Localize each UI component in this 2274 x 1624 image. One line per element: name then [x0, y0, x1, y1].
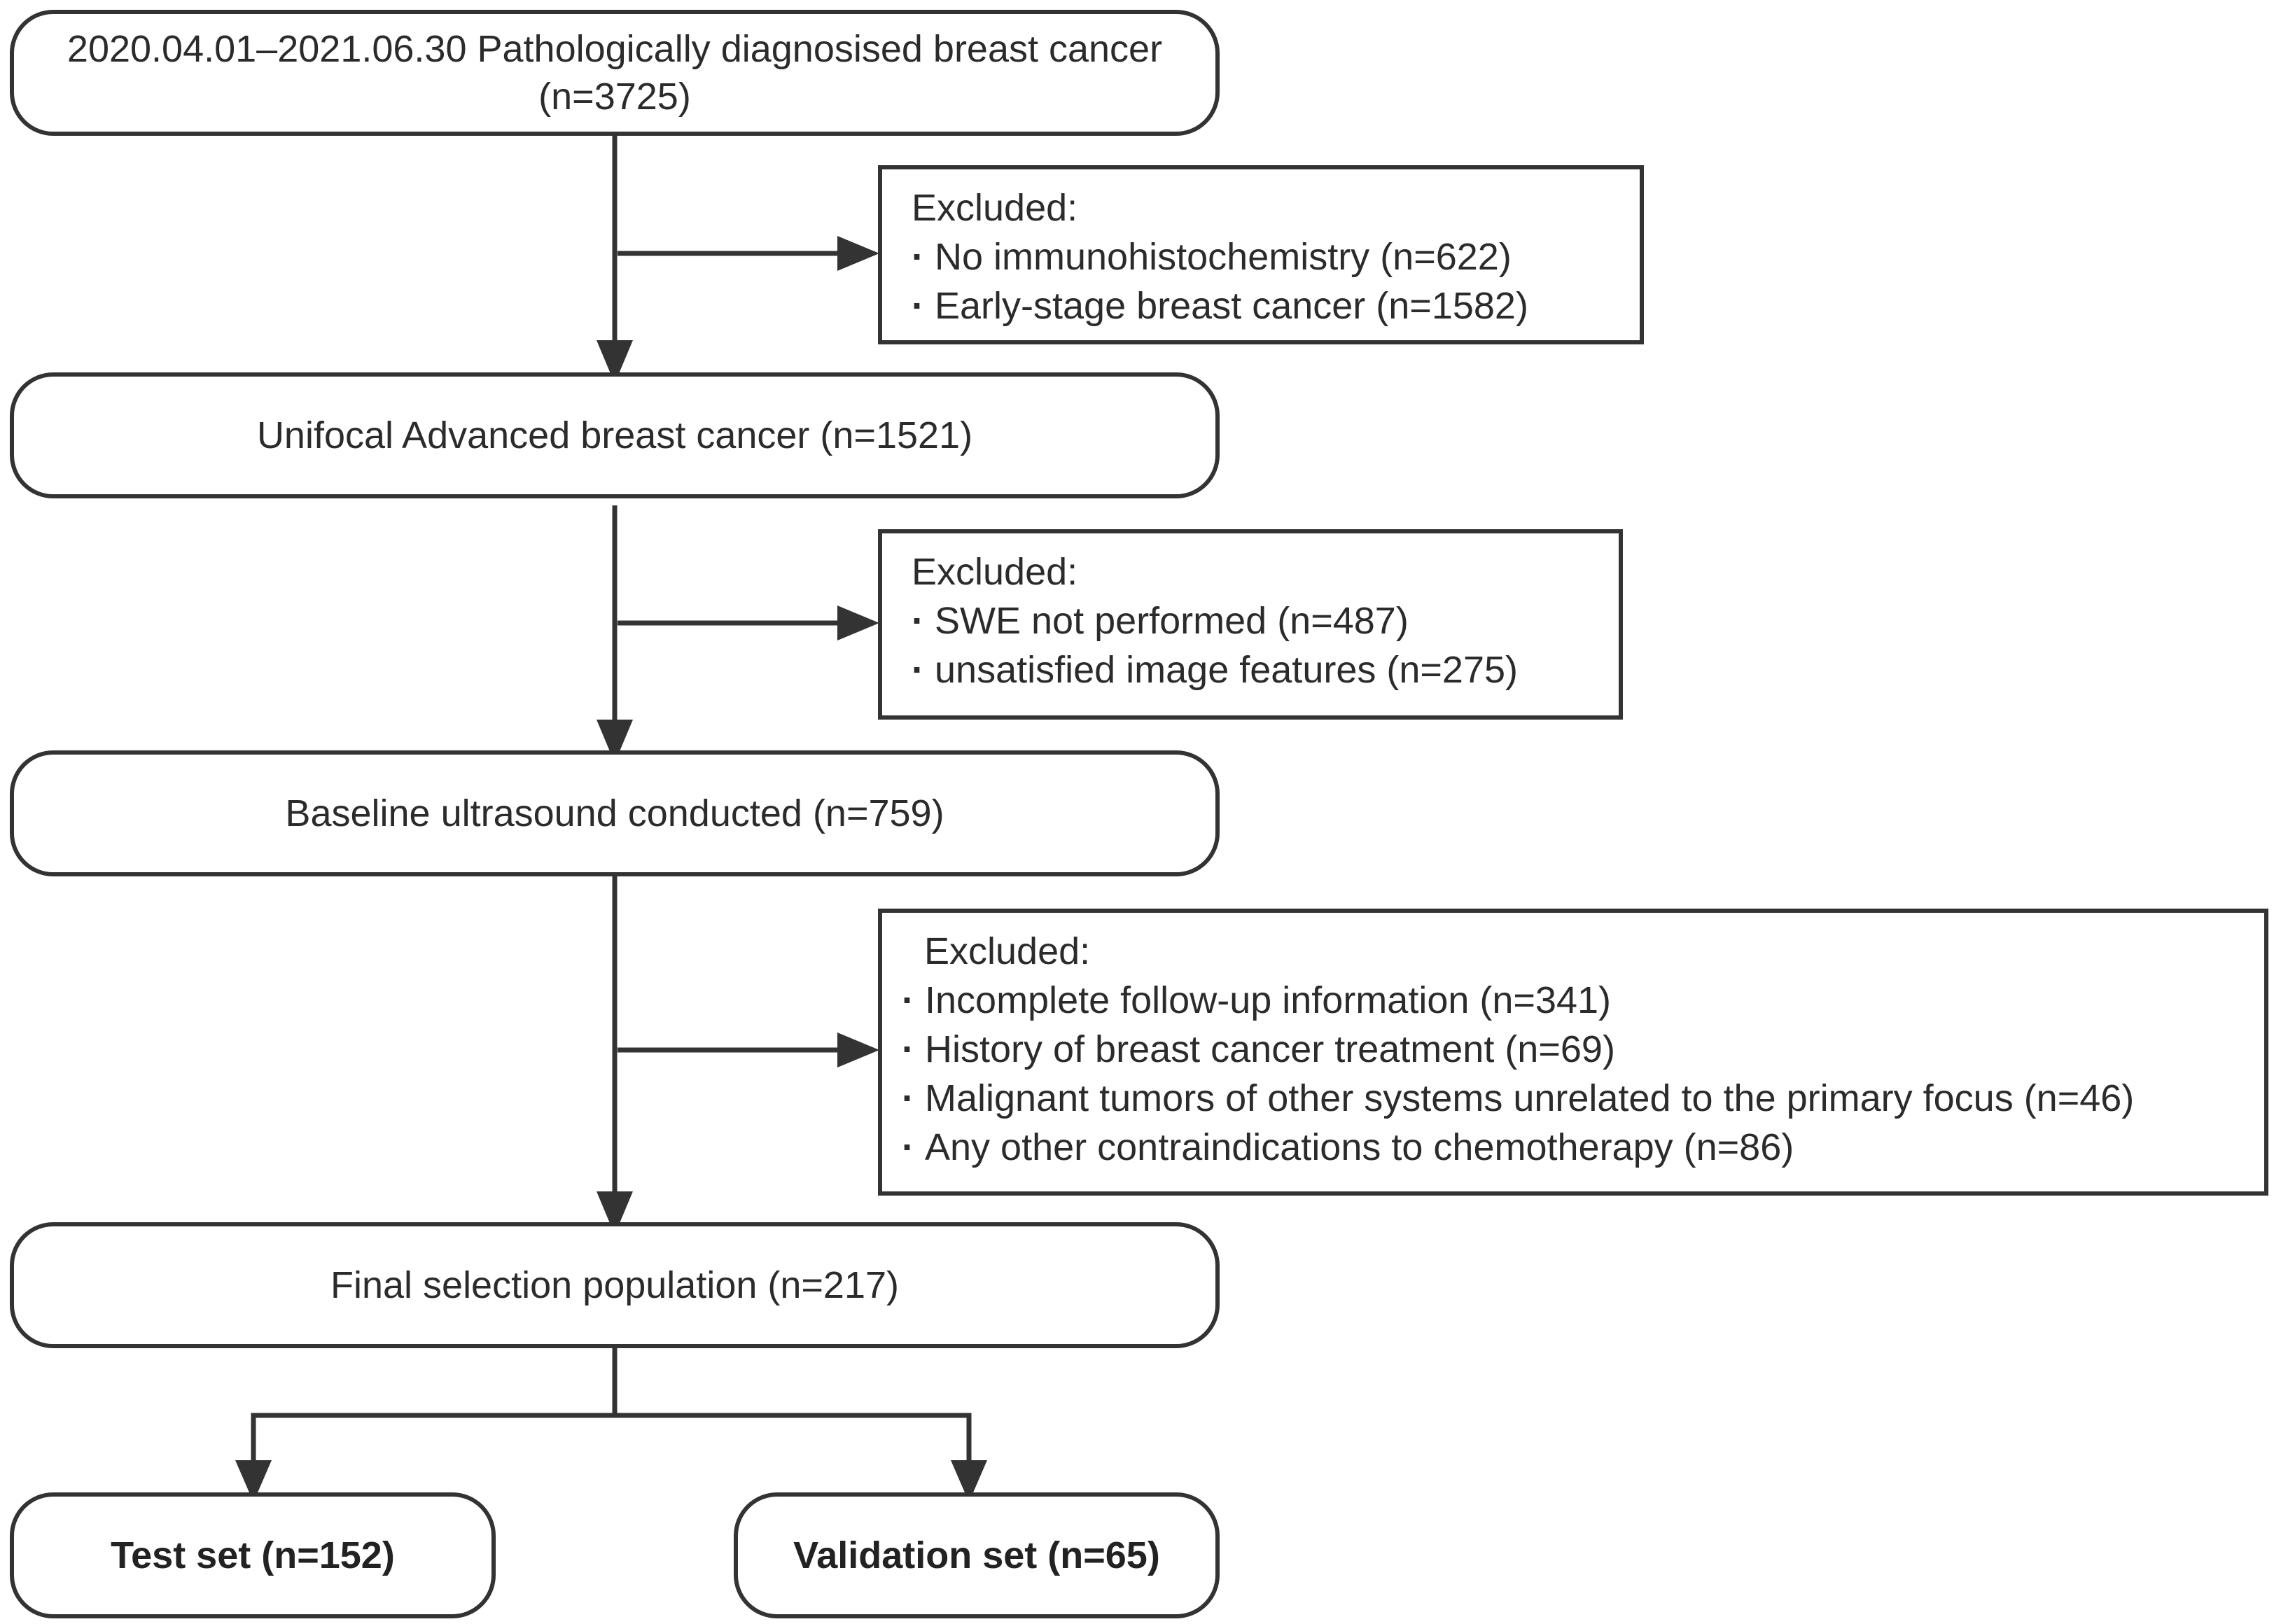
- exclusion-box-3: Excluded: Incomplete follow-up informati…: [878, 909, 2268, 1196]
- exclusion-3-item: Any other contraindications to chemother…: [902, 1123, 2264, 1172]
- arrowhead-right-exclusion-3: [837, 1032, 879, 1068]
- node-source-label: 2020.04.01–2021.06.30 Pathologically dia…: [67, 27, 1163, 118]
- exclusion-3-list: Incomplete follow-up information (n=341)…: [902, 976, 2264, 1172]
- node-baseline-label: Baseline ultrasound conducted (n=759): [285, 792, 944, 834]
- node-unifocal-label: Unifocal Advanced breast cancer (n=1521): [256, 414, 973, 456]
- arrowhead-right-exclusion-1: [837, 236, 879, 271]
- arrowhead-right-exclusion-2: [837, 606, 879, 640]
- exclusion-3-item: History of breast cancer treatment (n=69…: [902, 1025, 2264, 1074]
- node-final-label: Final selection population (n=217): [330, 1264, 900, 1306]
- exclusion-3-item: Malignant tumors of other systems unrela…: [902, 1074, 2264, 1123]
- node-test-label: Test set (n=152): [111, 1534, 395, 1576]
- arrowhead-down-test: [235, 1460, 272, 1502]
- exclusion-box-1: Excluded: No immunohistochemistry (n=622…: [878, 165, 1644, 344]
- exclusion-1-item: Early-stage breast cancer (n=1582): [912, 281, 1640, 330]
- arrowhead-down-validation: [951, 1460, 987, 1502]
- exclusion-2-heading: Excluded:: [912, 551, 1078, 593]
- node-validation-set: Validation set (n=65): [734, 1492, 1220, 1618]
- node-unifocal-advanced: Unifocal Advanced breast cancer (n=1521): [10, 372, 1220, 498]
- exclusion-1-item: No immunohistochemistry (n=622): [912, 232, 1640, 281]
- exclusion-box-2: Excluded: SWE not performed (n=487) unsa…: [878, 529, 1623, 720]
- exclusion-3-heading: Excluded:: [924, 930, 1091, 972]
- exclusion-1-list: No immunohistochemistry (n=622) Early-st…: [912, 232, 1640, 330]
- node-final-selection: Final selection population (n=217): [10, 1222, 1220, 1348]
- exclusion-2-item: SWE not performed (n=487): [912, 596, 1619, 645]
- node-test-set: Test set (n=152): [10, 1492, 496, 1618]
- split-connector: [251, 1413, 972, 1463]
- arrowhead-down-final: [597, 1191, 633, 1235]
- exclusion-3-item: Incomplete follow-up information (n=341): [902, 976, 2264, 1025]
- exclusion-1-heading: Excluded:: [912, 187, 1078, 229]
- arrowhead-down-unifocal: [597, 340, 633, 384]
- node-source-population: 2020.04.01–2021.06.30 Pathologically dia…: [10, 10, 1220, 136]
- node-validation-label: Validation set (n=65): [793, 1534, 1160, 1576]
- exclusion-2-item: unsatisfied image features (n=275): [912, 645, 1619, 694]
- arrowhead-down-baseline: [597, 720, 633, 763]
- node-baseline-ultrasound: Baseline ultrasound conducted (n=759): [10, 750, 1220, 876]
- exclusion-2-list: SWE not performed (n=487) unsatisfied im…: [912, 596, 1619, 694]
